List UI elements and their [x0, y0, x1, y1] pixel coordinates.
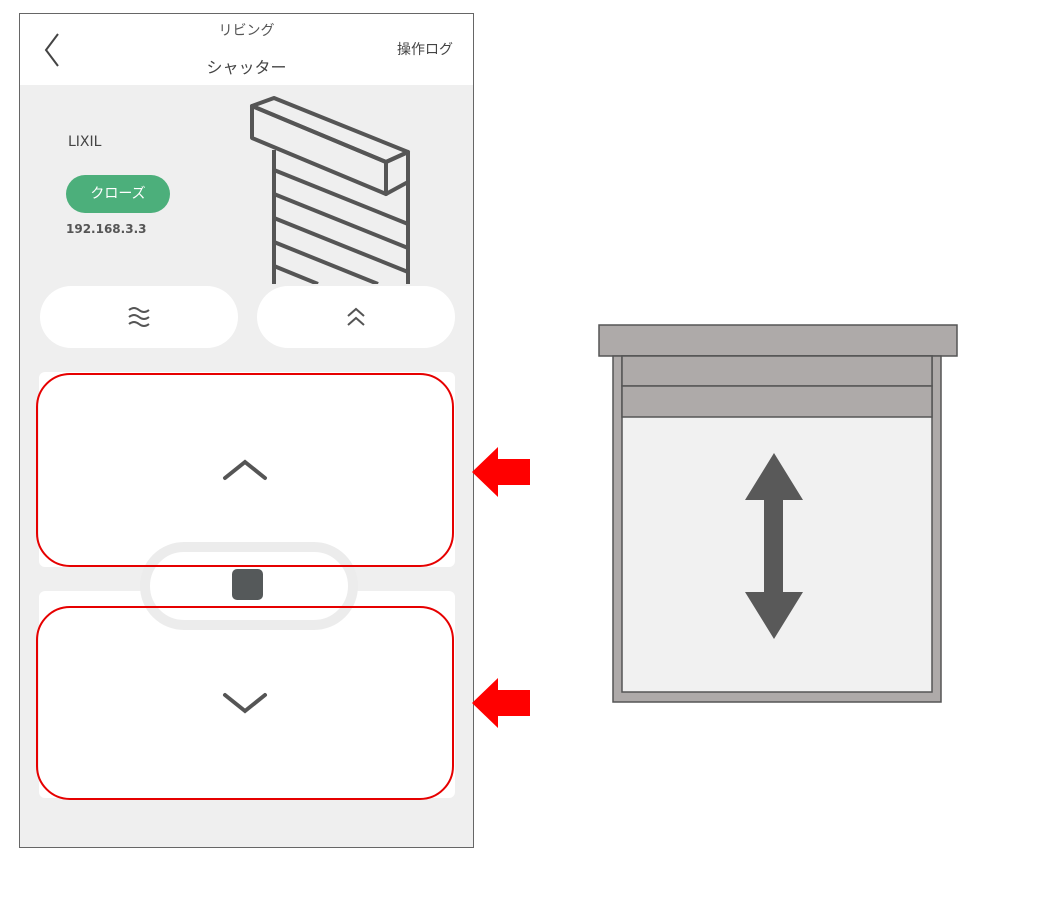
operation-log-link[interactable]: 操作ログ	[397, 42, 453, 58]
up-down-arrow-icon	[745, 453, 803, 639]
shutter-icon	[250, 96, 410, 284]
ip-address: 192.168.3.3	[66, 222, 147, 236]
chevron-up-icon	[223, 459, 267, 480]
status-badge: クローズ	[66, 175, 170, 213]
phone-screen: リビング シャッター 操作ログ LIXIL クローズ 192.168.3.3	[19, 13, 474, 848]
shutter-diagram	[598, 324, 958, 703]
down-button[interactable]	[36, 606, 454, 800]
back-button[interactable]	[38, 28, 66, 72]
ventilation-button[interactable]	[40, 286, 238, 348]
up-button-background	[39, 372, 455, 567]
fully-open-button[interactable]	[257, 286, 455, 348]
app-header: リビング シャッター 操作ログ	[20, 14, 473, 85]
chevron-left-icon	[44, 33, 59, 67]
stop-button[interactable]	[232, 569, 263, 600]
red-arrow-icon	[472, 447, 530, 497]
double-chevron-up-icon	[347, 307, 365, 326]
chevron-down-icon	[223, 693, 267, 714]
room-name: リビング	[218, 23, 275, 39]
page-title: シャッター	[206, 58, 287, 77]
red-arrow-icon	[472, 678, 530, 728]
maker-label: LIXIL	[68, 134, 102, 150]
up-button[interactable]	[36, 373, 454, 567]
stop-button-ring	[140, 542, 358, 630]
wave-icon	[128, 307, 150, 327]
